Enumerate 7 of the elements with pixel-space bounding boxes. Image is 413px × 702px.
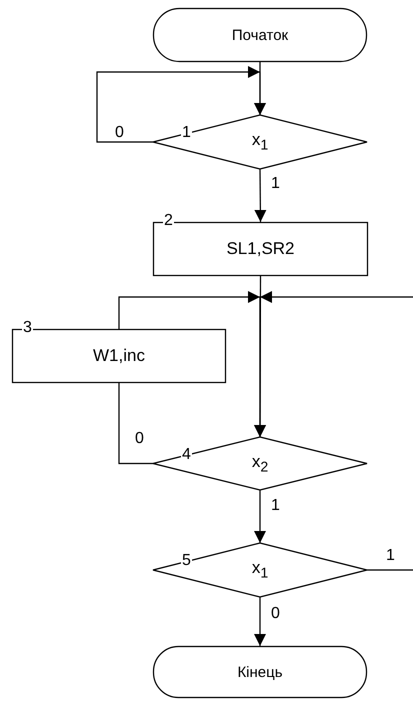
node-label: Кінець: [237, 664, 283, 680]
node-label: x$_{1}$: [252, 558, 268, 582]
node-label: x$_{2}$: [252, 452, 268, 476]
node-label: x$_{1}$: [252, 130, 268, 154]
node-label: Початок: [232, 26, 288, 44]
node-label: SL1,SR2: [226, 239, 295, 259]
node-label: W1,inc: [93, 346, 145, 366]
